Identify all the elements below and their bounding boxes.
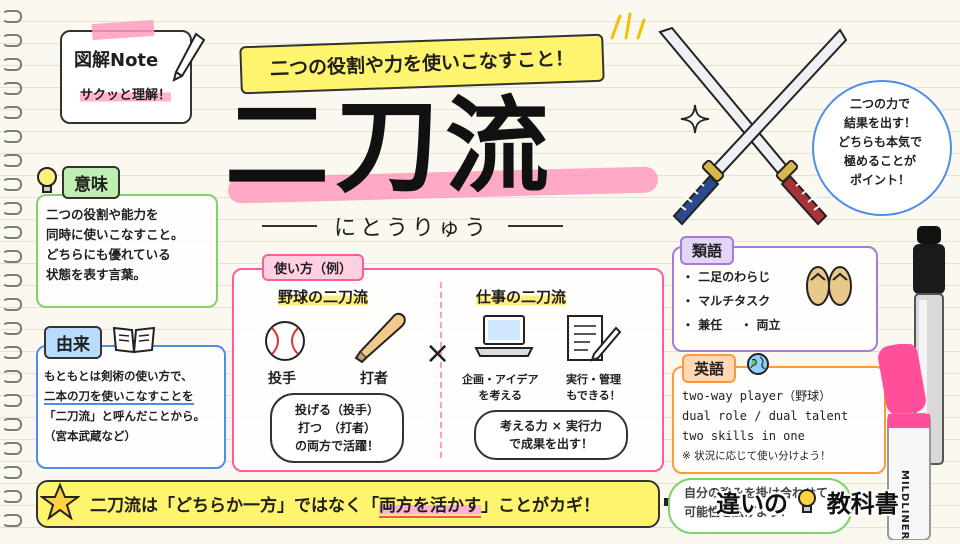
footer-bar [36,480,660,528]
baseball-bubble-line: の両方で活躍！ [294,439,379,453]
meaning-line: 同時に使いこなすこと。 [46,227,184,242]
baseball-bubble-line: 打つ （打者） [297,421,376,435]
origin-line: 二本の刀を使いこなすことを [44,389,194,405]
work-item2: 実行・管理 もできる！ [566,373,621,402]
book-icon [112,324,156,358]
meaning-line: 状態を表す言葉。 [46,267,147,282]
pen-icon [172,32,206,86]
synonym-item: ・ 兼任 ・ 両立 [682,318,781,332]
synonyms-list: ・ 二足のわらじ ・ マルチタスク ・ 兼任 ・ 両立 [682,265,781,337]
footer-bubble [668,478,852,534]
sparkle-icon [680,104,710,138]
laptop-icon [474,314,534,362]
banner-text: 二つの役割や力を使いこなすこと！ [269,47,575,81]
callout-line: 二つの力で [849,97,910,111]
english-label: 英語 [682,354,737,383]
callout-line: 結果を出す！ [843,116,916,130]
globe-icon [746,352,770,380]
baseball-item2: 打者 [360,371,388,387]
document-pen-icon [566,314,622,368]
callout-line: 極めることが [843,154,916,168]
meaning-box [36,194,218,308]
meaning-text: 二つの役割や能力を 同時に使いこなすこと。 どちらにも優れている 状態を表す言葉… [46,205,184,285]
baseball-icon [262,318,308,368]
origin-label: 由来 [44,326,102,359]
work-item1: 企画・アイデア を考える [462,373,539,402]
bat-icon [352,310,408,370]
work-heading: 仕事の二刀流 [476,286,567,307]
english-box [672,366,886,474]
origin-text: もともとは剣術の使い方で、 二本の刀を使いこなすことを 「二刀流」と呼んだことか… [44,366,205,446]
times-symbol: × [425,336,451,371]
baseball-bubble-line: 投げる（投手） [294,403,379,417]
synonym-item: ・ 二足のわらじ [682,270,771,284]
logo-part1: 違いの [716,490,788,518]
usage-divider [440,282,442,458]
note-badge-subtitle: サクッと理解！ [80,84,172,103]
note-badge-title: 図解Note [74,50,159,71]
sparkle-lines [608,12,648,46]
footer-text: 二刀流は「どちらか一方」ではなく「両方を活かす」ことがカギ！ [90,496,600,518]
callout-bubble [812,80,952,216]
english-item: two-way player（野球） [682,389,832,403]
logo-bulb-icon [796,488,818,522]
baseball-bubble: 投げる（投手） 打つ （打者） の両方で活躍！ [270,393,404,463]
reading-left-line [262,225,317,227]
synonym-item: ・ マルチタスク [682,294,771,308]
logo: 違いの 教科書 [716,484,899,522]
meaning-line: 二つの役割や能力を [46,207,159,222]
sandals-icon [802,262,856,312]
meaning-line: どちらにも優れている [46,247,171,262]
main-title: 二刀流 [225,85,556,207]
work-bubble: 考える力 × 実行力 で成果を出す！ [474,410,628,460]
reading: にとうりゅう [334,216,491,241]
origin-line: もともとは剣術の使い方で、 [44,369,193,383]
callout-line: ポイント！ [849,173,910,187]
english-item: two skills in one [682,429,805,443]
english-list: two-way player（野球） dual role / dual tale… [682,386,848,466]
english-item: ※ 状況に応じて使い分けよう！ [682,450,831,462]
synonyms-label: 類語 [680,236,735,265]
note-badge: 図解Note サクッと理解！ [60,19,192,124]
work-bubble-line: で成果を出す！ [508,437,593,451]
usage-label: 使い方（例） [262,254,365,281]
origin-line: （宮本武蔵など） [44,429,136,443]
reading-right-line [508,225,563,227]
baseball-item1: 投手 [268,371,296,387]
work-bubble-line: 考える力 × 実行力 [499,419,603,433]
baseball-heading: 野球の二刀流 [278,286,369,307]
origin-line: 「二刀流」と呼んだことから。 [44,409,205,423]
footer-right-text: 自分の強みを掛け合わせて 可能性を広げよう！ [684,486,829,519]
callout-text: 二つの力で 結果を出す！ どちらも本気で 極めることが ポイント！ [824,95,936,190]
meaning-label: 意味 [62,166,120,199]
lightbulb-icon [34,166,60,200]
star-icon [38,482,82,526]
english-item: dual role / dual talent [682,409,849,423]
callout-line: どちらも本気で [837,135,922,149]
crossed-katana-icon [650,20,850,244]
logo-part2: 教科書 [826,490,899,518]
marker-label: MILDLINER [899,470,910,541]
spiral-binding [0,0,22,540]
